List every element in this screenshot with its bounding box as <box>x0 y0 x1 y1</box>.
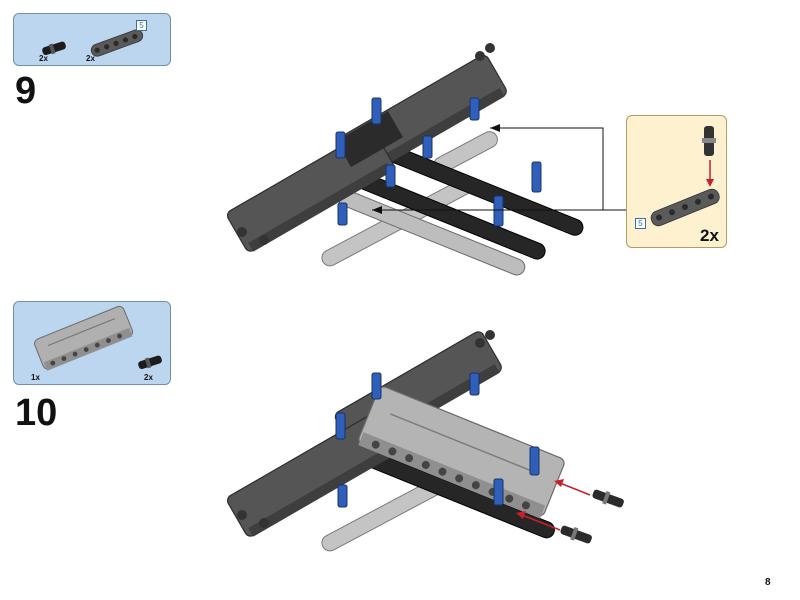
callout-length-badge: 5 <box>635 218 646 229</box>
step-9-callout-box: 5 2x <box>626 115 727 248</box>
callout-pin-icon <box>702 126 716 156</box>
pin-qty: 2x <box>39 54 48 63</box>
callout-beam-icon <box>650 188 720 227</box>
black-pin-part-icon <box>42 41 66 56</box>
step-10-parts-box: 1x 2x <box>13 301 171 385</box>
beam-qty: 2x <box>86 54 95 63</box>
dark-beam-part-icon <box>90 29 144 57</box>
callout-arrows <box>372 124 626 214</box>
step-number-10: 10 <box>15 392 58 434</box>
beam-length-badge: 5 <box>136 20 147 31</box>
step-number-9: 9 <box>15 70 37 112</box>
step-9-assembly-illustration <box>226 43 584 276</box>
callout-red-arrow <box>706 160 714 187</box>
pin-qty-2: 2x <box>144 373 153 382</box>
callout-qty: 2x <box>700 226 719 245</box>
black-pin-part-icon-2 <box>138 355 162 370</box>
page-number: 8 <box>765 577 771 588</box>
step-10-assembly-illustration <box>226 330 624 552</box>
light-frame-part-icon <box>34 305 134 371</box>
frame-qty: 1x <box>31 373 40 382</box>
step-9-parts-box: 5 2x 2x <box>13 13 171 66</box>
